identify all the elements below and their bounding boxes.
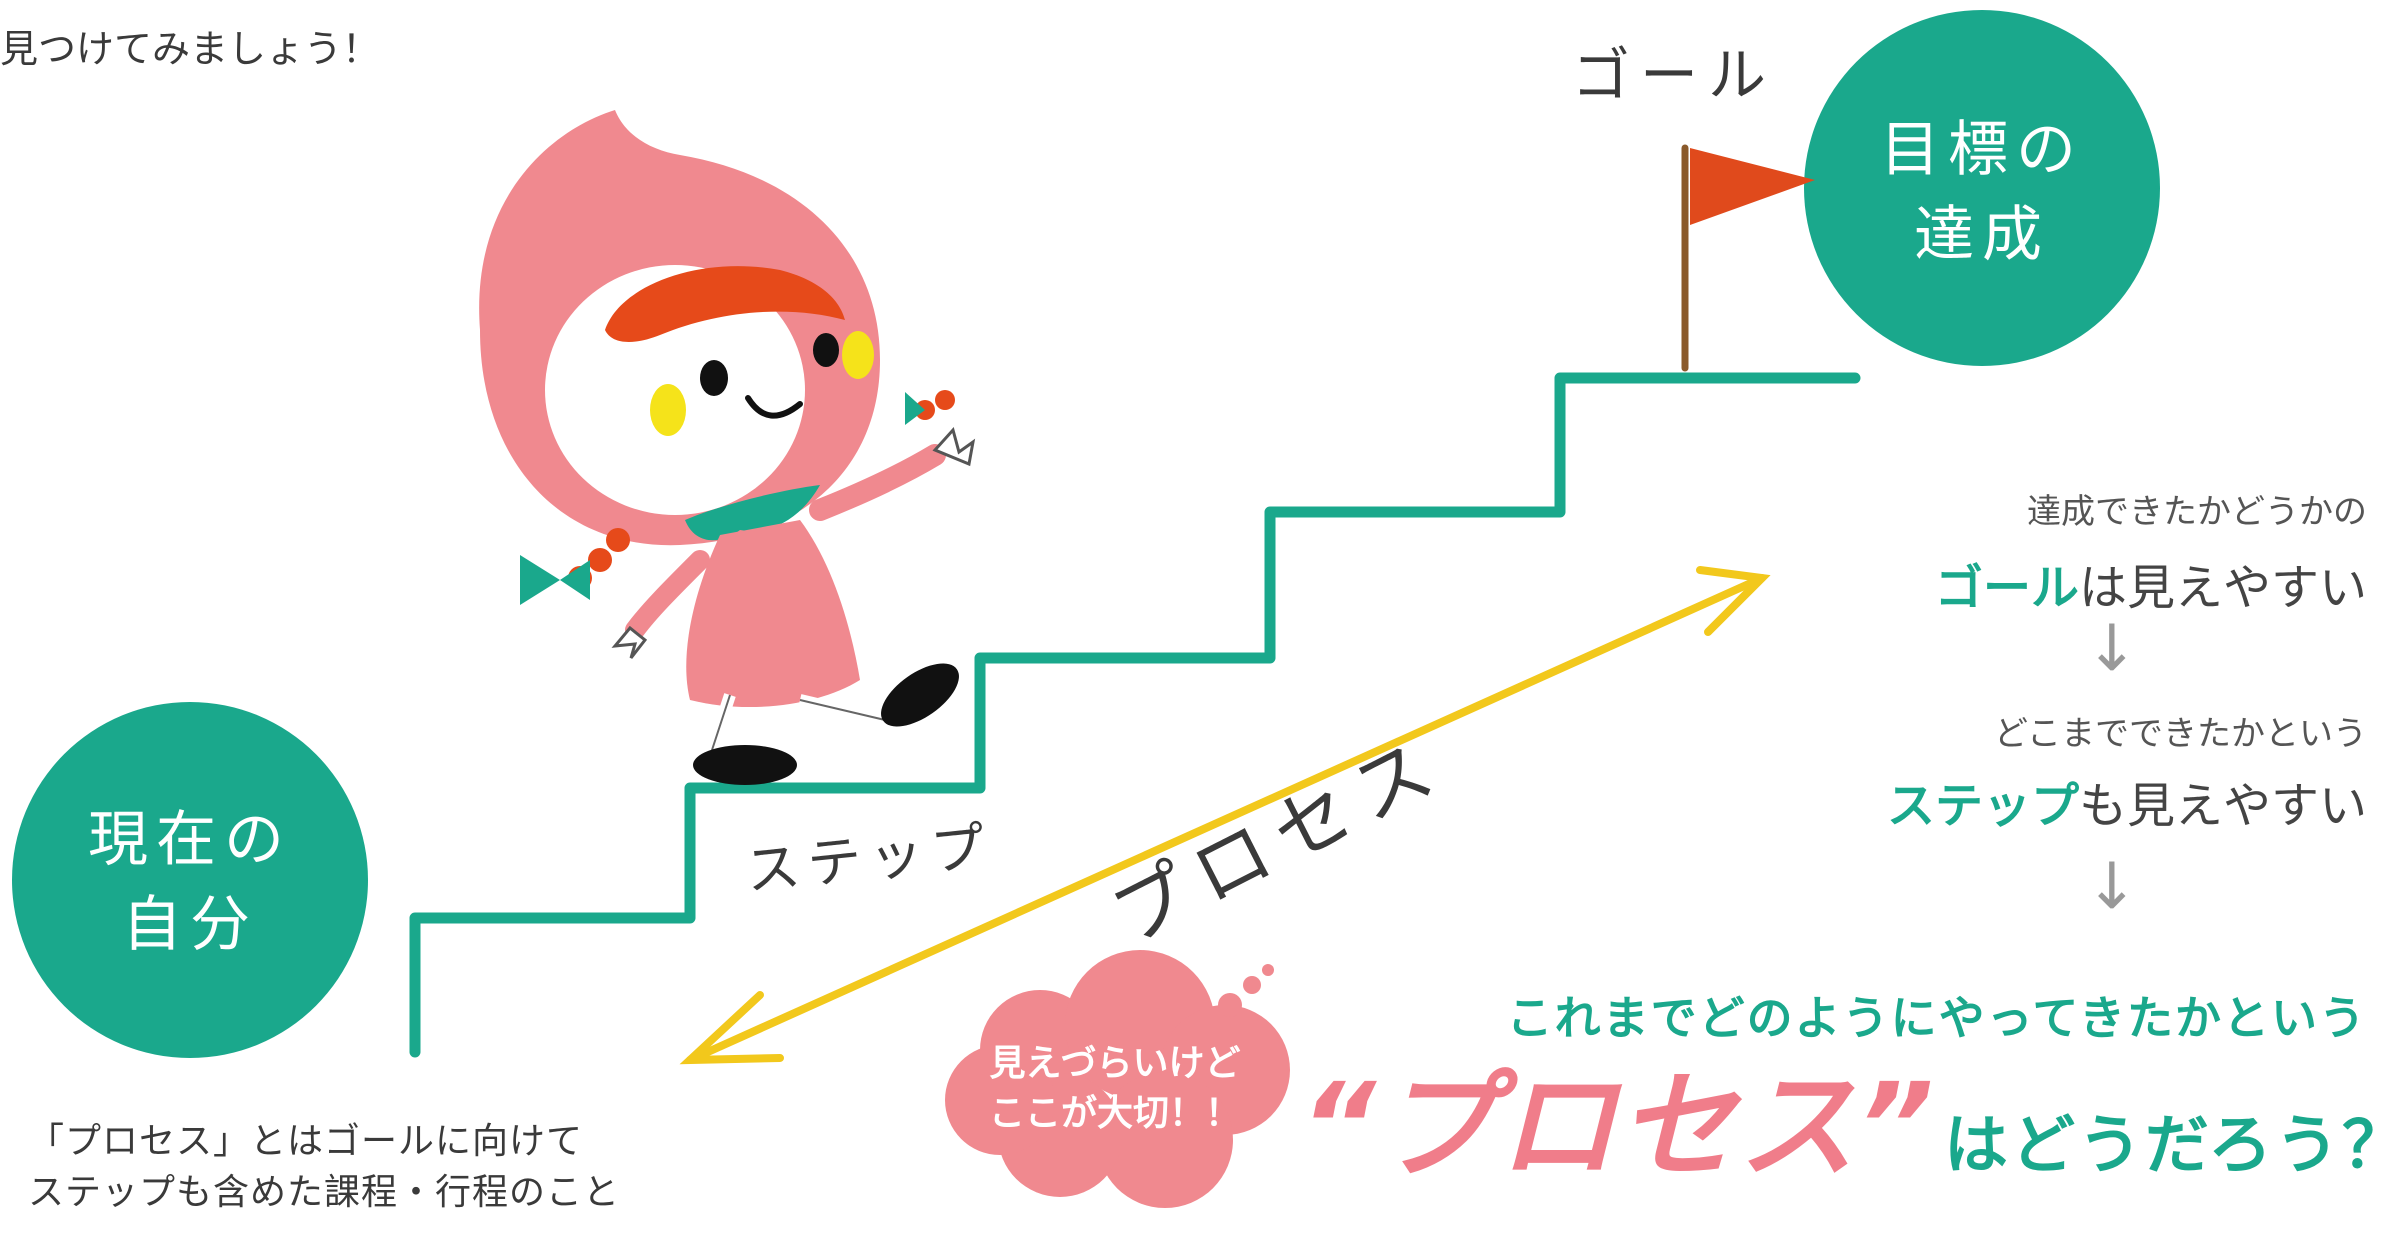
- goal-achievement-label-line2: 達成: [1914, 200, 2050, 270]
- process-label: プロセス: [1098, 718, 1459, 961]
- current-self-label-line2: 自分: [122, 890, 258, 960]
- process-description-line1: 「プロセス」とはゴールに向けて: [28, 1121, 584, 1162]
- down-arrow-icon: ↓: [2085, 850, 2139, 924]
- staircase: [409, 372, 1861, 1058]
- right-text-line2: ゴールは見えやすい: [1935, 548, 2367, 618]
- steps-label: ステップ: [743, 814, 996, 903]
- speech-cloud-line1: 見えづらいけど: [990, 1043, 1241, 1084]
- process-arrow: [679, 566, 1771, 1065]
- process-quoted: “プロセス”: [1300, 1057, 1936, 1195]
- right-text-line4: ステップも見えやすい: [1887, 766, 2367, 836]
- goal-achievement-circle: [1804, 10, 2160, 366]
- top-partial-text: 見つけてみましょう！: [0, 27, 381, 71]
- goal-visible-text: は見えやすい: [2078, 560, 2367, 616]
- conclusion-tail: はどうだろう？: [1944, 1109, 2387, 1183]
- right-text-line3: どこまでできたかという: [1994, 714, 2367, 754]
- conclusion-line2: “プロセス”はどうだろう？: [1300, 1030, 2387, 1201]
- goal-highlight: ゴール: [1934, 560, 2079, 616]
- steps-visible-text: も見えやすい: [2078, 778, 2367, 834]
- current-self-label-line1: 現在の: [88, 805, 292, 875]
- goal-label: ゴール: [1572, 41, 1776, 109]
- girl-character-illustration: [479, 110, 976, 785]
- right-text-line1: 達成できたかどうかの: [2027, 492, 2367, 532]
- process-description-line2: ステップも含めた課程・行程のこと: [28, 1172, 621, 1213]
- down-arrow-icon: ↓: [2085, 612, 2139, 686]
- conclusion-line1: これまでどのようにやってきたかという: [1506, 991, 2367, 1045]
- steps-highlight: ステップ: [1886, 778, 2079, 834]
- speech-cloud: [945, 950, 1290, 1208]
- goal-achievement-label-line1: 目標の: [1880, 115, 2084, 185]
- current-self-circle: [12, 702, 368, 1058]
- speech-cloud-line2: ここが大切！！: [989, 1093, 1241, 1134]
- goal-flag-icon: [1681, 144, 1815, 372]
